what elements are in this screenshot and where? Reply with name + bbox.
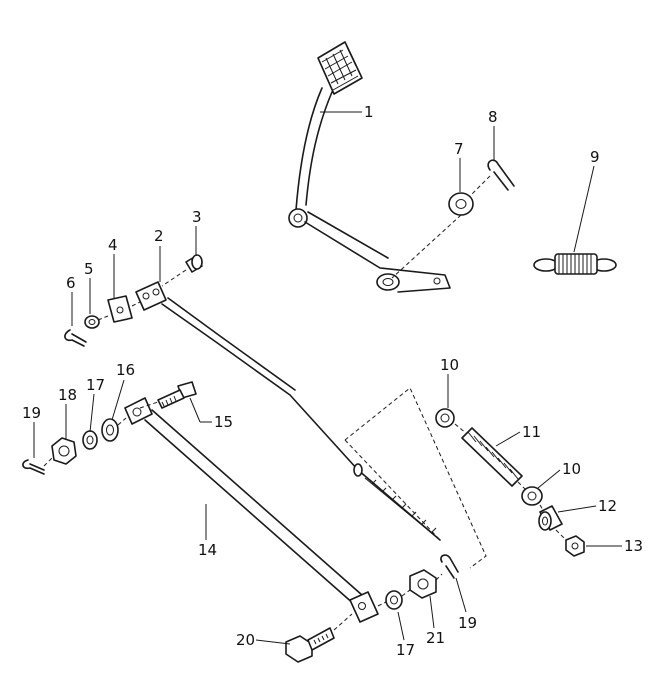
- label-part-21: 21: [426, 629, 445, 647]
- assembly-guide-outline: [344, 387, 567, 569]
- label-part-1: 1: [364, 103, 374, 121]
- washer-part-17a: [82, 430, 98, 450]
- return-spring-part: [533, 253, 617, 275]
- label-part-3: 3: [192, 208, 202, 226]
- nut-part-21: [409, 569, 437, 599]
- washer-part-5: [84, 315, 100, 329]
- split-pin-part-6: [64, 301, 141, 347]
- block-part: [107, 295, 133, 323]
- label-part-18: 18: [58, 386, 77, 404]
- washer-part-10b: [521, 486, 543, 506]
- pin-part: [161, 254, 203, 287]
- bolt-part-15: [139, 381, 197, 409]
- label-part-9: 9: [590, 148, 600, 166]
- label-part-13: 13: [624, 537, 643, 555]
- trunnion-part: [538, 505, 563, 531]
- brake-pedal-part: [288, 41, 451, 293]
- label-part-8: 8: [488, 108, 498, 126]
- adjuster-nut-part: [565, 535, 585, 557]
- label-part-20: 20: [236, 631, 255, 649]
- label-part-15: 15: [214, 413, 233, 431]
- bolt-part-20: [285, 613, 353, 663]
- washer-part-7: [391, 192, 474, 279]
- washer-part-17b: [385, 590, 403, 610]
- label-part-10a: 10: [440, 356, 459, 374]
- split-pin-part-19b: [377, 554, 459, 607]
- label-part-19b: 19: [458, 614, 477, 632]
- spring-part-11: [461, 427, 523, 487]
- label-part-5: 5: [84, 260, 94, 278]
- lever-arm-part: [124, 397, 379, 623]
- label-part-12: 12: [598, 497, 617, 515]
- label-part-6: 6: [66, 274, 76, 292]
- label-part-4: 4: [108, 236, 118, 254]
- label-part-10b: 10: [562, 460, 581, 478]
- label-part-14: 14: [198, 541, 217, 559]
- label-part-2: 2: [154, 227, 164, 245]
- washer-part-16: [101, 418, 119, 442]
- split-pin-part-8: [469, 159, 515, 197]
- label-part-19a: 19: [22, 404, 41, 422]
- nut-part-18: [51, 437, 77, 465]
- label-part-16: 16: [116, 361, 135, 379]
- washer-part-10a: [435, 408, 455, 428]
- brake-rod-part: [135, 281, 441, 541]
- label-part-17a: 17: [86, 376, 105, 394]
- leader-lines: [33, 111, 622, 645]
- split-pin-part-19a: [22, 417, 127, 475]
- label-part-17b: 17: [396, 641, 415, 659]
- label-part-7: 7: [454, 140, 464, 158]
- label-part-11: 11: [522, 423, 541, 441]
